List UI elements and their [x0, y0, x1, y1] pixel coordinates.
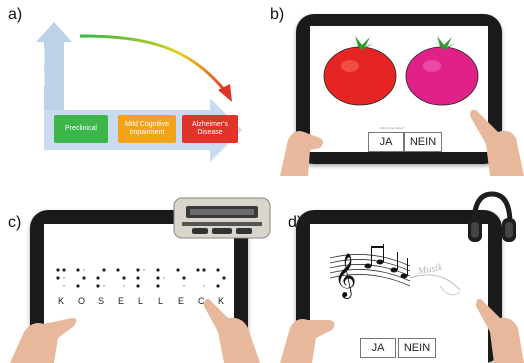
panel-b-label: b) [270, 6, 285, 23]
stage-mci: Mild Cognitive Impairment [118, 115, 176, 143]
letter-1: K [58, 296, 65, 306]
stage-preclinical: Preclinical [54, 115, 108, 143]
stage-alzheimers: Alzheimer's Disease [182, 115, 238, 143]
letter-4: E [118, 296, 125, 306]
braille-dots [56, 268, 226, 288]
right-hand-d [476, 298, 524, 363]
tablet-b: Stimmt die Farbe? JA NEIN [296, 14, 502, 164]
left-hand-c [10, 318, 77, 363]
letter-8: C [198, 296, 205, 306]
letter-6: L [158, 296, 164, 306]
instruction-text: Stimmt die Farbe? [380, 126, 405, 130]
panel-a: Brain Health Preclinical Mild Cognitive … [30, 18, 260, 168]
disease-progression-diagram [36, 22, 242, 162]
hands-b [280, 110, 524, 176]
music-notes-icon: 𝄞 [329, 244, 461, 299]
letter-2: O [78, 296, 86, 306]
tablet-d: 𝄞 Musik JA NEIN [296, 210, 502, 363]
yes-button-d[interactable]: JA [360, 338, 396, 358]
right-hand-b [470, 110, 524, 176]
left-hand-b [280, 131, 323, 176]
panel-c-label: c) [8, 214, 22, 231]
tablet-d-screen: 𝄞 Musik JA NEIN [310, 224, 488, 363]
hands-c [10, 298, 260, 363]
pink-tomato-icon [405, 36, 479, 106]
hands-d [280, 298, 524, 363]
brain-health-label: Brain Health [40, 47, 47, 86]
tablet-b-screen: Stimmt die Farbe? JA NEIN [310, 26, 488, 152]
tomatoes [323, 36, 479, 106]
no-button-d[interactable]: NEIN [398, 338, 436, 358]
letter-7: E [178, 296, 185, 306]
braille-display-icon [173, 197, 271, 239]
letter-3: S [98, 296, 105, 306]
red-tomato-icon [323, 36, 397, 106]
decline-curve [79, 34, 228, 93]
right-hand-c [204, 298, 260, 363]
tablet-c-screen: K O S E L L E C K [44, 224, 234, 363]
decline-arrowhead [218, 84, 232, 102]
treble-clef-icon: 𝄞 [334, 253, 356, 299]
letter-5: L [138, 296, 144, 306]
panel-a-label: a) [8, 6, 23, 23]
no-button[interactable]: NEIN [404, 132, 442, 152]
letter-9: K [218, 296, 225, 306]
headphones-icon [468, 191, 516, 242]
left-hand-d [280, 319, 335, 363]
braille-cells [56, 268, 226, 288]
yes-button[interactable]: JA [368, 132, 404, 152]
